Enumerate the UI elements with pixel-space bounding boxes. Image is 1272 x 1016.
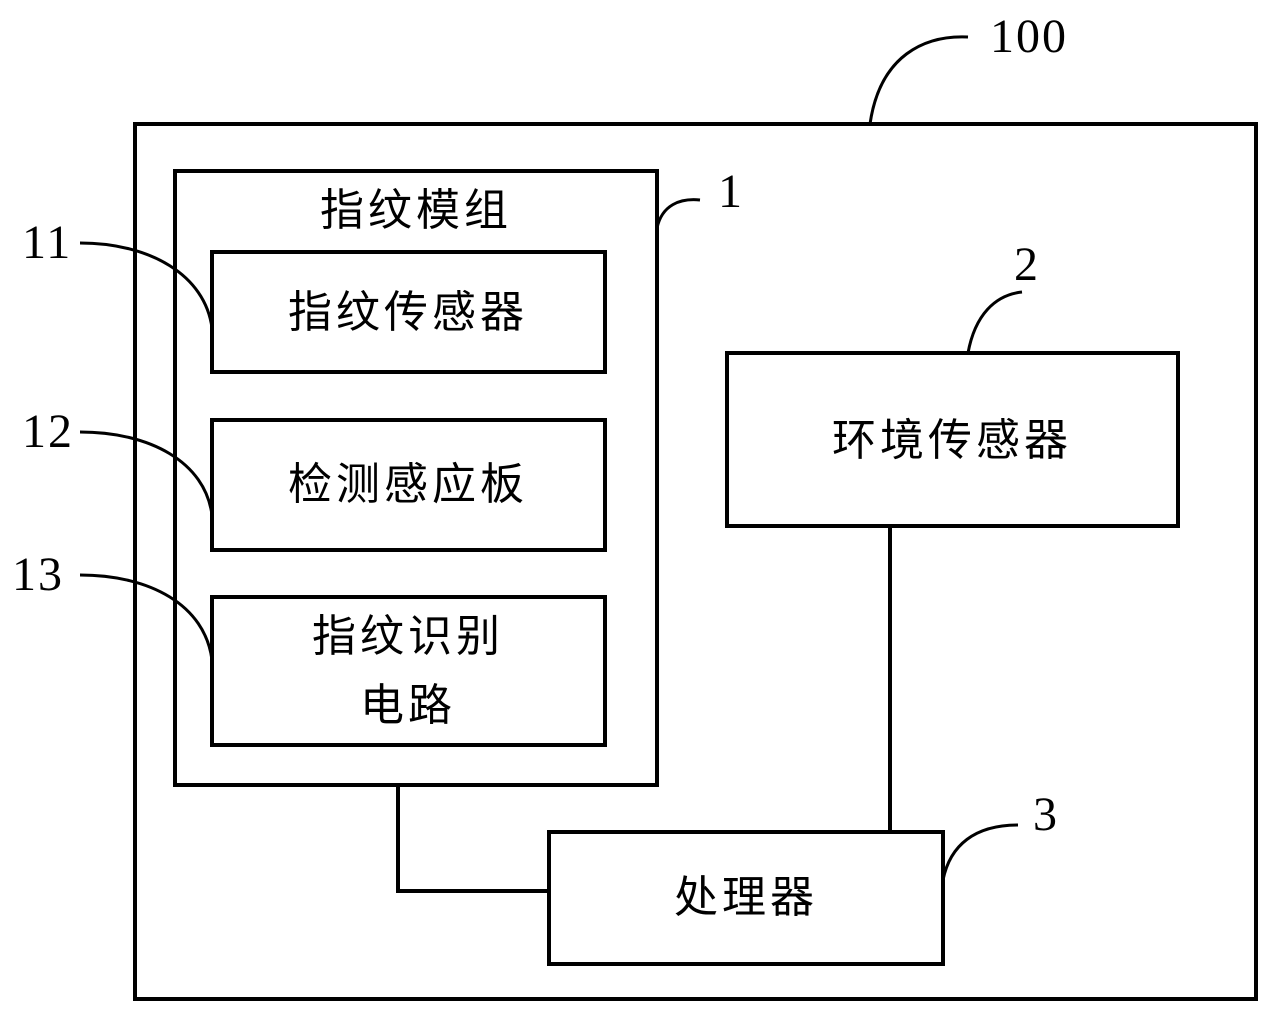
detection-board-leader-line (79, 430, 214, 516)
processor-leader-line (941, 823, 1019, 881)
fingerprint-sensor-label: 指纹传感器 (288, 287, 528, 338)
environment-sensor-leader-line (966, 290, 1023, 354)
fingerprint-sensor-leader-line (79, 241, 214, 329)
environment-sensor-box (725, 351, 1180, 528)
recognition-circuit-ref-number: 13 (12, 548, 64, 601)
processor-box (547, 830, 945, 966)
detection-board-label: 检测感应板 (288, 459, 528, 510)
device-outer-box (133, 122, 1258, 1001)
module-to-processor-connector (396, 785, 549, 893)
detection-board-ref-number: 12 (22, 405, 74, 458)
processor-label: 处理器 (674, 872, 818, 923)
processor-ref-number: 3 (1033, 788, 1059, 841)
fingerprint-sensor-box (210, 250, 607, 374)
environment-sensor-ref-number: 2 (1014, 238, 1040, 291)
environment-sensor-label: 环境传感器 (832, 415, 1072, 466)
fingerprint-module-ref-number: 1 (718, 165, 744, 218)
recognition-circuit-box (210, 595, 607, 747)
fingerprint-module-title: 指纹模组 (320, 185, 512, 236)
recognition-circuit-leader-line (79, 573, 214, 661)
fingerprint-module-box (173, 169, 659, 787)
fingerprint-sensor-ref-number: 11 (22, 216, 72, 269)
detection-board-box (210, 418, 607, 552)
device-ref-number: 100 (990, 10, 1068, 63)
fingerprint-module-leader-line (655, 198, 701, 229)
recognition-circuit-label-line1: 指纹识别 (312, 611, 504, 662)
device-leader-line (868, 35, 969, 125)
recognition-circuit-label-line2: 电路 (360, 680, 456, 731)
